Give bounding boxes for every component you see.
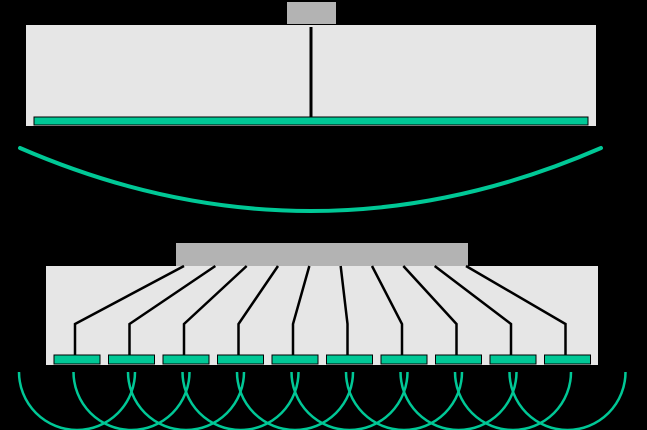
upper-wavefront (18, 146, 603, 213)
array-element-4 (217, 354, 264, 365)
array-element-10 (544, 354, 591, 365)
array-elements (53, 354, 591, 365)
lower-housing (46, 266, 598, 365)
array-wavelet-3 (126, 371, 246, 430)
array-element-3 (162, 354, 210, 365)
array-wavelet-2 (72, 371, 191, 430)
array-wire-6 (339, 265, 349, 355)
array-wire-7 (370, 265, 404, 355)
array-wire-1 (73, 264, 185, 355)
array-wavelets (17, 371, 627, 430)
array-wavelet-4 (181, 371, 300, 430)
array-wire-9 (433, 265, 513, 355)
array-wavelet-10 (508, 371, 627, 430)
array-wire-3 (182, 265, 248, 355)
array-wire-2 (128, 264, 217, 355)
array-wire-4 (237, 265, 280, 355)
array-wires (73, 264, 567, 355)
array-wavelet-8 (399, 371, 518, 430)
upper-element (33, 116, 589, 126)
array-element-1 (53, 354, 101, 365)
array-element-7 (380, 354, 428, 365)
array-wire-10 (465, 264, 567, 355)
single-element-transducer (26, 2, 596, 126)
array-wavelet-7 (344, 371, 464, 430)
array-element-8 (435, 354, 482, 365)
array-element-9 (489, 354, 537, 365)
array-wire-5 (291, 265, 311, 355)
array-wavelet-5 (235, 371, 355, 430)
array-wavelet-6 (290, 371, 409, 430)
array-transducer (46, 243, 598, 365)
array-wavelet-9 (453, 371, 573, 430)
array-wavelet-1 (17, 371, 137, 430)
lower-connector (176, 243, 468, 266)
array-element-5 (271, 354, 319, 365)
upper-connector (287, 2, 336, 24)
array-wire-8 (402, 265, 458, 355)
array-element-2 (108, 354, 155, 365)
array-element-6 (326, 354, 373, 365)
